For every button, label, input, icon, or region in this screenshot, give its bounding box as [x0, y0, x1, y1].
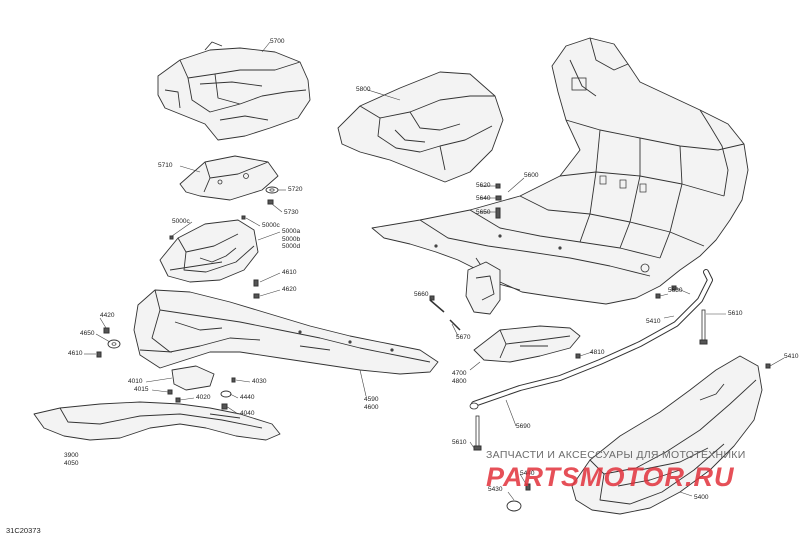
label-5670: 5670 — [456, 334, 471, 341]
label-4010: 4010 — [128, 378, 143, 385]
part-5650-bolt[interactable] — [495, 207, 501, 219]
label-5720: 5720 — [288, 186, 303, 193]
label-5000c-right: 5000c — [262, 222, 280, 229]
watermark-logo-ru: .RU — [685, 462, 735, 492]
leader-lines — [84, 41, 785, 501]
label-4650: 4650 — [80, 330, 95, 337]
label-5690: 5690 — [516, 423, 531, 430]
label-4620: 4620 — [282, 286, 297, 293]
part-4810-clip[interactable] — [575, 353, 581, 359]
label-5400: 5400 — [694, 494, 709, 501]
part-5730-screw[interactable] — [267, 199, 274, 205]
watermark-logo-motor: MOTOR — [580, 462, 686, 492]
label-4040: 4040 — [240, 410, 255, 417]
watermark-tagline: ЗАПЧАСТИ И АКСЕССУАРЫ ДЛЯ МОТОТЕХНИКИ — [486, 449, 746, 461]
label-5640: 5640 — [476, 195, 491, 202]
label-4020: 4020 — [196, 394, 211, 401]
part-4610-fastener[interactable] — [253, 279, 259, 287]
part-5660-bolt[interactable] — [429, 295, 445, 313]
part-4610-screw-left[interactable] — [96, 351, 102, 358]
label-4440: 4440 — [240, 394, 255, 401]
label-5650: 5650 — [476, 209, 491, 216]
part-5800-center-cover[interactable] — [337, 71, 504, 183]
part-5670-screw[interactable] — [449, 319, 461, 331]
part-3900-footrest-panel[interactable] — [33, 401, 281, 441]
watermark-logo: PARTSMOTOR.RU — [486, 462, 735, 493]
label-4420: 4420 — [100, 312, 115, 319]
label-5000c-left: 5000c — [172, 218, 190, 225]
part-5620-clip[interactable] — [495, 183, 501, 189]
label-4610-left: 4610 — [68, 350, 83, 357]
part-5410-rail-tube[interactable] — [469, 269, 713, 410]
label-5000abd: 5000a 5000b 5000d — [282, 228, 301, 250]
label-5710: 5710 — [158, 162, 173, 169]
watermark-logo-parts: PARTS — [486, 462, 581, 492]
part-4590-side-panel-long[interactable] — [133, 289, 439, 375]
part-5720-washer[interactable] — [265, 186, 279, 194]
label-4810: 4810 — [590, 349, 605, 356]
part-5610-bolt-upper[interactable] — [699, 309, 708, 345]
label-5800: 5800 — [356, 86, 371, 93]
part-5610-bolt-lower[interactable] — [473, 415, 482, 451]
part-5600-main-body[interactable] — [371, 37, 749, 305]
label-5660: 5660 — [414, 291, 429, 298]
label-5610-lower: 5610 — [452, 439, 467, 446]
label-5600: 5600 — [524, 172, 539, 179]
part-5430-cap[interactable] — [506, 500, 522, 512]
label-4610-upper: 4610 — [282, 269, 297, 276]
label-4015: 4015 — [134, 386, 149, 393]
part-4015-screw[interactable] — [167, 389, 173, 395]
part-4620-fastener[interactable] — [253, 293, 260, 299]
part-4650-washer[interactable] — [107, 339, 121, 349]
part-5400-skid-plate[interactable] — [571, 355, 763, 515]
label-4030: 4030 — [252, 378, 267, 385]
label-5610-right: 5610 — [728, 310, 743, 317]
label-5700: 5700 — [270, 38, 285, 45]
part-5710-bracket[interactable] — [179, 155, 279, 201]
part-5700-upper-cover[interactable] — [157, 41, 311, 141]
part-4440-grommet[interactable] — [220, 390, 232, 398]
label-5410-right: 5410 — [784, 353, 799, 360]
label-5430: 5430 — [488, 486, 503, 493]
part-5000-side-panel[interactable] — [159, 219, 259, 283]
label-5630: 5630 — [668, 287, 683, 294]
label-3900-4050: 3900 4050 — [64, 452, 79, 467]
part-4030-clip[interactable] — [231, 377, 236, 383]
part-4010-bracket[interactable] — [171, 365, 215, 391]
part-4420-grommet[interactable] — [103, 327, 110, 334]
part-5410-clip-right[interactable] — [765, 363, 771, 369]
figure-id: 31C20373 — [6, 526, 41, 535]
label-5410-center: 5410 — [646, 318, 661, 325]
part-4700-floor-plate[interactable] — [473, 325, 581, 363]
label-4700-4800: 4700 4800 — [452, 370, 467, 385]
label-5620: 5620 — [476, 182, 491, 189]
part-5640-nut[interactable] — [495, 195, 502, 201]
part-5630-clip[interactable] — [655, 293, 661, 299]
label-5730: 5730 — [284, 209, 299, 216]
label-5440: 5440 — [520, 470, 535, 477]
part-5000c-clip-b[interactable] — [169, 235, 174, 240]
part-5440-clip[interactable] — [525, 483, 531, 491]
label-4590-4600: 4590 4600 — [364, 396, 379, 411]
part-5670-support-bracket[interactable] — [465, 261, 501, 315]
part-5000c-clip-a[interactable] — [241, 215, 246, 220]
part-4020-clip[interactable] — [175, 397, 181, 403]
